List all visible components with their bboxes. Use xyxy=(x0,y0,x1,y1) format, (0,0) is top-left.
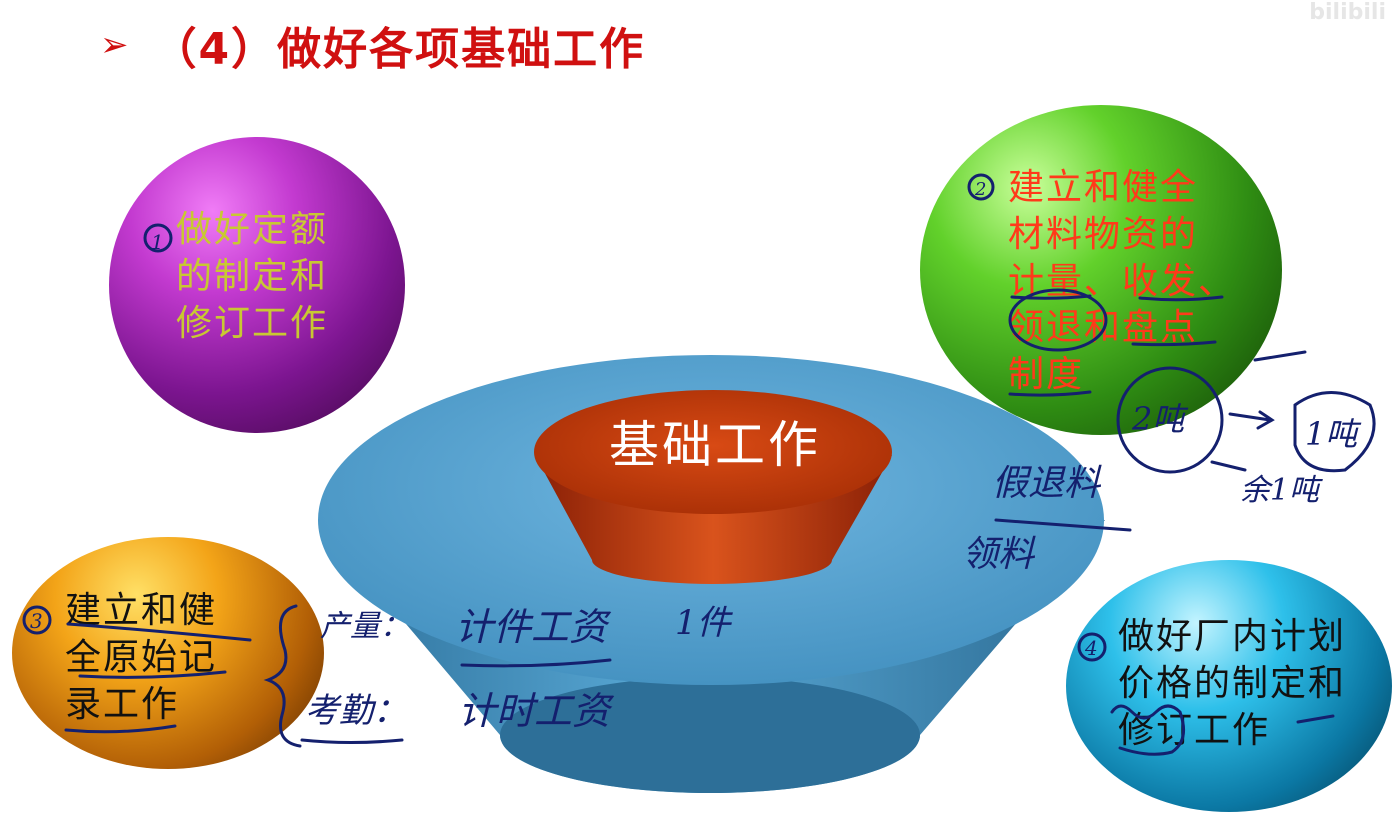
item-records-text: 建立和健 全原始记 录工作 xyxy=(65,590,218,725)
watermark: bilibili xyxy=(1309,0,1386,25)
marker-2: 2 xyxy=(974,179,986,200)
note-attendance: 考勤： xyxy=(305,691,407,731)
underline-records-2 xyxy=(78,670,227,679)
underline-piece-wage xyxy=(460,658,612,668)
sphere-pricing xyxy=(1066,560,1392,812)
underline-attendance xyxy=(300,738,404,744)
center-label: 基础工作 xyxy=(609,416,821,474)
underline-system xyxy=(1008,390,1092,397)
note-piece-wage: 计件工资 xyxy=(455,605,612,649)
underline-inventory xyxy=(1131,340,1217,347)
note-false-return: 假退料 xyxy=(992,463,1102,504)
note-2-ton: 2吨 xyxy=(1131,400,1189,438)
marker-1: 1 xyxy=(151,230,164,254)
note-one-piece: 1件 xyxy=(675,603,734,643)
marker-3: 3 xyxy=(30,609,43,633)
dash-pricing xyxy=(1296,714,1335,724)
slide-title: ➢ （4）做好各项基础工作 xyxy=(100,10,645,80)
sphere-records xyxy=(12,537,324,769)
circle-2-ton xyxy=(1116,366,1224,474)
underline-measure xyxy=(1010,294,1092,300)
note-receive: 领料 xyxy=(962,534,1036,575)
marker-4: 4 xyxy=(1084,636,1098,660)
arrow-line xyxy=(1228,410,1275,430)
bowl-bottom-rim xyxy=(500,677,920,793)
underline-records-1 xyxy=(66,622,252,642)
note-time-wage: 计时工资 xyxy=(458,689,615,733)
core-top xyxy=(534,390,892,514)
squiggle-revise xyxy=(1110,704,1186,756)
item-quota-text: 做好定额 的制定和 修订工作 xyxy=(176,209,329,344)
underline-send xyxy=(1138,295,1224,302)
underline-return-material xyxy=(994,518,1132,532)
marker-circle-1 xyxy=(143,223,173,253)
curly-brace xyxy=(263,604,302,748)
circle-receive-return xyxy=(1008,288,1108,352)
arrow-bullet-icon: ➢ xyxy=(100,25,131,65)
item-pricing-text: 做好厂内计划 价格的制定和 修订工作 xyxy=(1118,616,1347,751)
sphere-quota xyxy=(109,137,405,433)
underline-records-3 xyxy=(64,724,177,734)
branch-line xyxy=(1210,460,1247,472)
marker-circle-4 xyxy=(1077,632,1107,662)
marker-circle-2 xyxy=(967,173,995,201)
marker-circle-3 xyxy=(22,605,52,635)
dash-mark xyxy=(1253,350,1307,362)
item-materials-text: 建立和健全 材料物资的 计量、收发、 领退和盘点 制度 xyxy=(1008,167,1237,396)
note-remaining-1-ton: 余1吨 xyxy=(1240,473,1323,508)
note-1-ton: 1吨 xyxy=(1305,415,1362,453)
circle-1-ton xyxy=(1293,391,1376,473)
slide-title-text: （4）做好各项基础工作 xyxy=(152,24,646,75)
sphere-materials xyxy=(920,105,1282,435)
note-output: 产量： xyxy=(320,609,410,644)
